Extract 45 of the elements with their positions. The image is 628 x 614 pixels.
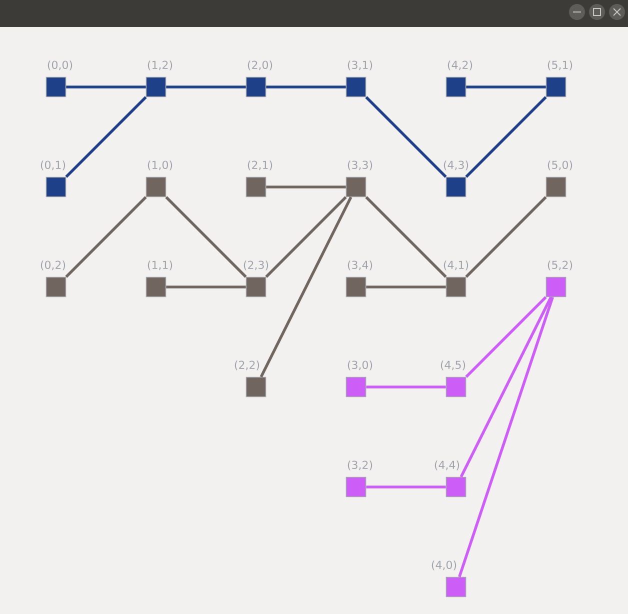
node-label: (4,3) [444,160,468,170]
connector-line [366,486,446,488]
node-label: (2,1) [248,160,272,170]
connector-line [465,196,547,278]
connector-line [266,86,346,88]
connector-line [465,96,547,178]
node-label: (4,5) [440,360,466,370]
connector-line [365,196,447,278]
node-label: (0,1) [40,160,66,170]
connector-line [266,186,346,188]
connector-line [458,296,554,578]
connector-line [165,196,247,278]
node-label: (3,4) [348,260,372,270]
node-label: (1,2) [148,60,172,70]
connector-line [460,296,552,478]
connector-line [260,196,352,378]
connector-line [65,196,147,278]
connector-line [366,386,446,388]
node-label: (3,2) [348,460,372,470]
node-label: (5,0) [548,160,572,170]
node-label: (5,2) [548,260,572,270]
node-label: (4,4) [434,460,460,470]
node-label: (1,1) [148,260,172,270]
connector-line [265,196,347,278]
connector-line [465,296,547,378]
connector-line [365,96,447,178]
node-label: (0,0) [48,60,72,70]
node-label: (3,3) [348,160,372,170]
node-label: (0,2) [40,260,66,270]
connector-line [65,96,147,178]
node-label: (2,0) [248,60,272,70]
node-label: (5,1) [548,60,572,70]
node-label: (3,1) [348,60,372,70]
connector-line [66,86,146,88]
node-label: (2,2) [234,360,260,370]
connector-line [166,286,246,288]
connector-line [166,86,246,88]
node-label: (3,0) [348,360,372,370]
connector-line [366,286,446,288]
connector-line [466,86,546,88]
node-label: (4,0) [432,560,456,570]
node-label: (4,2) [448,60,472,70]
node-label: (2,3) [244,260,268,270]
node-label: (1,0) [148,160,172,170]
node-label: (4,1) [444,260,468,270]
